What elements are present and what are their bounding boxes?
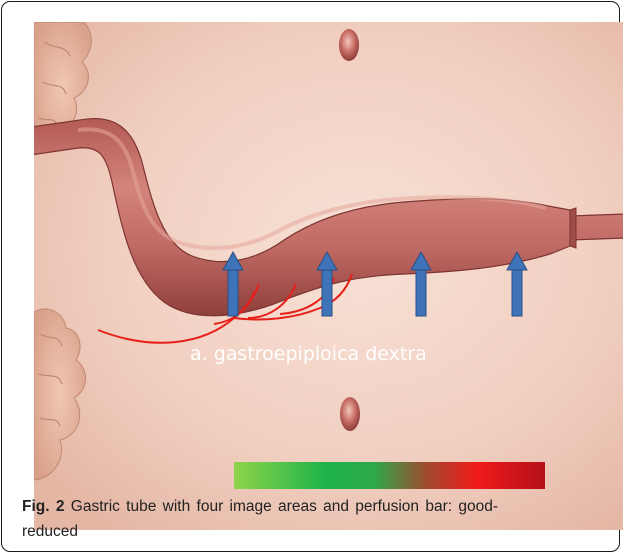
figure-caption: Fig. 2 Gastric tube with four image area… [22,494,498,544]
gastric-tube-illustration: a. gastroepiploica dextra [34,22,623,530]
caption-text: Gastric tube with four image areas and p… [22,498,498,540]
figure-number: Fig. 2 [22,498,64,515]
vessel-label: a. gastroepiploica dextra [190,343,427,365]
top-mark [339,29,359,61]
bottom-mark [340,397,360,431]
figure-illustration: a. gastroepiploica dextra [34,22,623,530]
perfusion-bar [234,462,545,489]
